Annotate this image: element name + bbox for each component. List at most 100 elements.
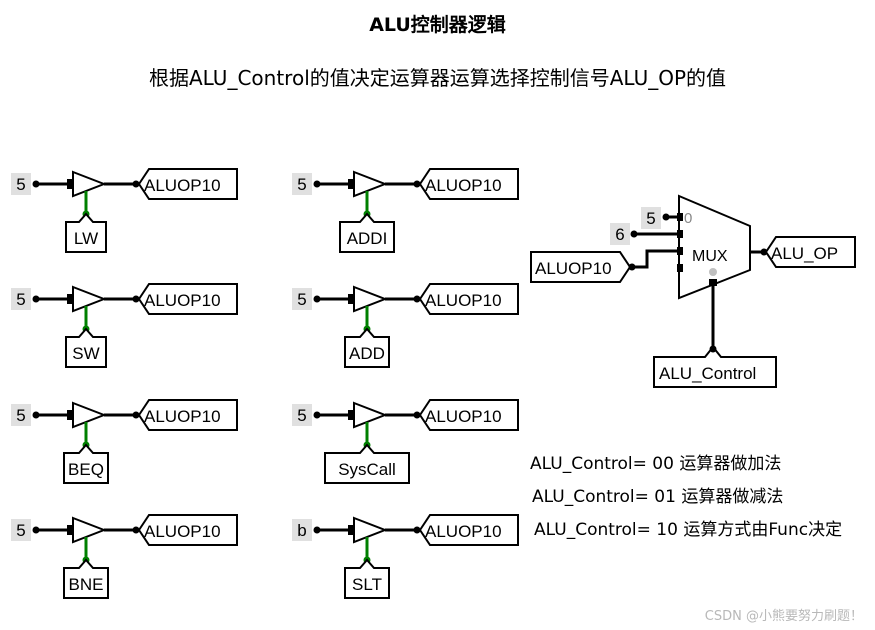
gate-output-label: ALUOP10 — [144, 291, 221, 310]
gate-constant-box — [11, 288, 31, 310]
gate-constant: 5 — [16, 406, 25, 425]
gate-control-tunnel — [344, 327, 390, 368]
mux-constant-6: 6 — [615, 225, 624, 244]
gate-input-port — [67, 179, 73, 189]
mux-alu-control-label: ALU_Control — [659, 364, 756, 383]
buffer-gate — [353, 285, 388, 313]
gate-constant: 5 — [297, 175, 306, 194]
gate-output-dot — [413, 180, 421, 188]
gate-constant-box — [292, 519, 312, 541]
gate-input-dot — [313, 295, 321, 303]
mux-aluop10-label: ALUOP10 — [535, 259, 612, 278]
note-line-1: ALU_Control= 00 运算器做加法 — [530, 454, 782, 474]
gate-input-dot — [32, 295, 40, 303]
gate-output-tunnel — [418, 283, 519, 315]
mux-label: MUX — [692, 248, 728, 265]
gate-control-label: SW — [72, 344, 99, 363]
gate-input-dot — [313, 411, 321, 419]
gate-output-dot — [413, 526, 421, 534]
gate-output-label: ALUOP10 — [425, 522, 502, 541]
gate-output-dot — [132, 411, 140, 419]
buffer-gate — [353, 170, 388, 198]
gate-constant-box — [11, 404, 31, 426]
mux-alu-control-tunnel — [653, 345, 777, 388]
gate-constant: 5 — [297, 290, 306, 309]
gate-output-tunnel — [418, 168, 519, 200]
gate-constant-box — [292, 288, 312, 310]
gate-output-tunnel — [137, 283, 238, 315]
mux-port-0 — [677, 213, 683, 221]
gate-control-label: SysCall — [338, 460, 396, 479]
gate-output-dot — [132, 526, 140, 534]
mux-constant-5: 5 — [646, 209, 655, 228]
mux-input1-dot — [630, 230, 638, 238]
gate-output-label: ALUOP10 — [144, 176, 221, 195]
buffer-gate — [72, 170, 107, 198]
buffer-gate — [353, 401, 388, 429]
gate-control-label: BEQ — [68, 460, 104, 479]
gate-output-label: ALUOP10 — [144, 407, 221, 426]
gate-control-tunnel — [344, 558, 390, 599]
gate-control-label: SLT — [352, 575, 382, 594]
gate-output-dot — [132, 180, 140, 188]
gate-control-tunnel — [339, 212, 395, 253]
gate-output-label: ALUOP10 — [425, 176, 502, 195]
gate-input-port — [348, 410, 354, 420]
page-title: ALU控制器逻辑 — [369, 14, 506, 36]
gate-control-tunnel — [65, 212, 107, 253]
gate-output-tunnel — [418, 399, 519, 431]
gate-control-label: ADD — [349, 344, 385, 363]
mux-port-1 — [677, 230, 683, 238]
buffer-gate — [72, 516, 107, 544]
mux-aluop10-tunnel — [530, 251, 632, 283]
buffer-gate — [72, 285, 107, 313]
mux-port-2 — [677, 247, 683, 255]
buffer-gate — [72, 401, 107, 429]
mux-output-dot — [760, 248, 768, 256]
gate-constant: 5 — [16, 521, 25, 540]
gate-constant-box — [11, 173, 31, 195]
gate-control-tunnel — [63, 558, 109, 599]
gate-input-port — [67, 410, 73, 420]
gate-constant: 5 — [16, 175, 25, 194]
mux-port-3 — [677, 264, 683, 272]
gate-constant: 5 — [16, 290, 25, 309]
mux-constant-6-box — [610, 223, 630, 245]
gate-output-tunnel — [137, 514, 238, 546]
mux-constant-5-box — [641, 207, 661, 229]
gate-output-dot — [132, 295, 140, 303]
gate-output-tunnel — [137, 399, 238, 431]
gate-input-port — [348, 294, 354, 304]
gate-output-label: ALUOP10 — [144, 522, 221, 541]
gate-constant: 5 — [297, 406, 306, 425]
gate-input-port — [348, 525, 354, 535]
note-line-3: ALU_Control= 10 运算方式由Func决定 — [534, 520, 843, 540]
gate-input-dot — [313, 180, 321, 188]
gate-input-dot — [32, 526, 40, 534]
buffer-gate — [353, 516, 388, 544]
gate-output-label: ALUOP10 — [425, 291, 502, 310]
gate-constant-box — [11, 519, 31, 541]
gate-input-dot — [313, 526, 321, 534]
gate-input-port — [67, 294, 73, 304]
gate-control-label: ADDI — [347, 229, 388, 248]
gate-output-dot — [413, 411, 421, 419]
note-line-2: ALU_Control= 01 运算器做减法 — [532, 487, 784, 507]
gate-constant: b — [297, 521, 306, 540]
mux-select-dot — [709, 345, 717, 353]
gate-output-tunnel — [418, 514, 519, 546]
gate-control-label: BNE — [69, 575, 104, 594]
gate-control-tunnel — [324, 443, 410, 484]
watermark: CSDN @小熊要努力刷题！ — [704, 609, 863, 624]
gate-constant-box — [292, 404, 312, 426]
mux-alu-op-label: ALU_OP — [771, 244, 838, 263]
mux-input2-dot — [628, 263, 636, 271]
gate-input-port — [348, 179, 354, 189]
gate-output-tunnel — [137, 168, 238, 200]
gate-output-dot — [413, 295, 421, 303]
mux-unit: 5 6 ALUOP10 0 MUX ALU_OP ALU_Control — [530, 194, 856, 388]
mux-input0-dot — [662, 213, 670, 221]
page-subtitle: 根据ALU_Control的值决定运算器运算选择控制信号ALU_OP的值 — [148, 66, 727, 90]
mux-input0-index: 0 — [684, 210, 692, 227]
